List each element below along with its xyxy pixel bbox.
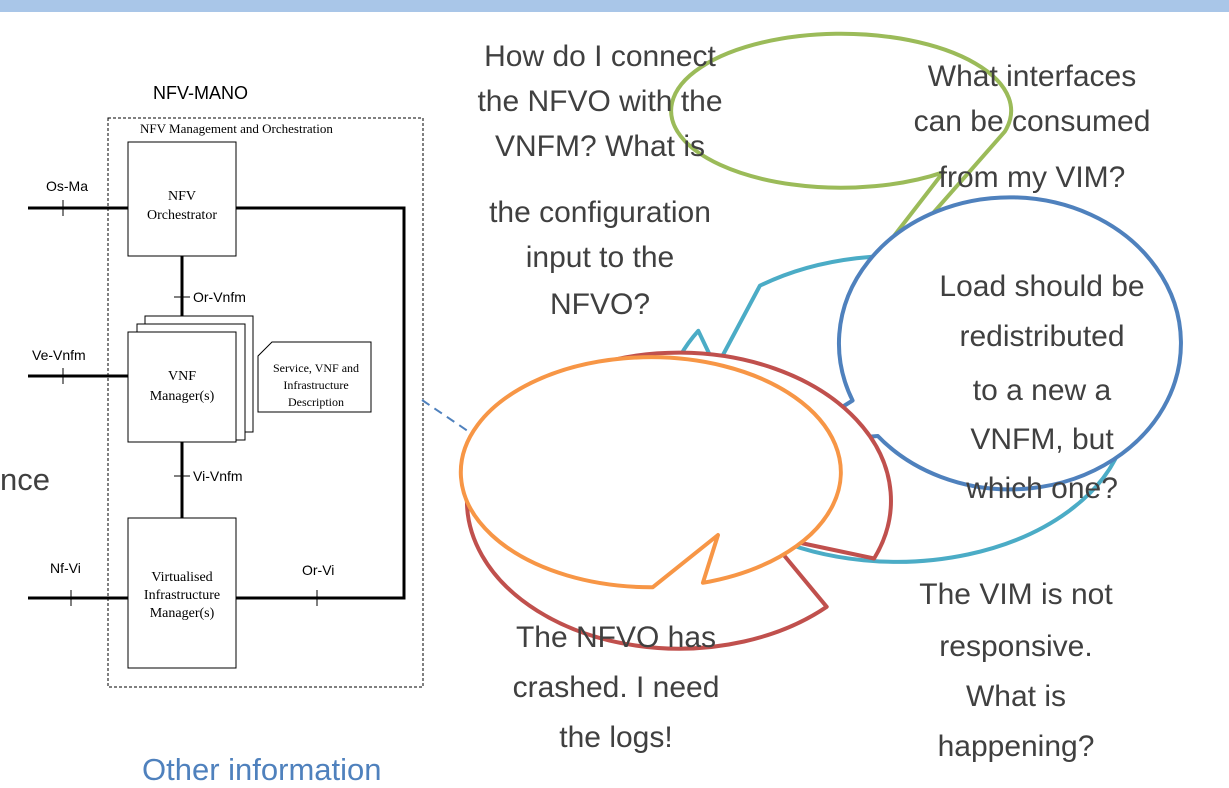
- description-document: [257, 341, 372, 413]
- ve-vnfm-label: Ve-Vnfm: [32, 347, 86, 363]
- bubble-red-line1: The VIM is not: [919, 578, 1113, 611]
- orchestrator-label-line2: Orchestrator: [147, 208, 217, 223]
- nfv-mano-diagram: NFV-MANO NFV Management and Orchestratio…: [28, 83, 424, 688]
- bubble-teal-line1: How do I connect: [484, 40, 716, 73]
- bubble-blue-line4: VNFM, but: [970, 423, 1114, 456]
- bubble-teal-line4: the configuration: [489, 196, 711, 229]
- bubble-red-line4: happening?: [938, 730, 1095, 763]
- vim-label-line1: Virtualised: [151, 570, 212, 585]
- vi-vnfm-label: Vi-Vnfm: [193, 468, 243, 484]
- bubble-green-line1: What interfaces: [928, 60, 1136, 93]
- orchestrator-label-line1: NFV: [168, 189, 196, 204]
- top-accent-bar: [0, 0, 1229, 12]
- bubble-red-line3: What is: [966, 680, 1066, 713]
- vnf-manager-label-line1: VNF: [168, 369, 196, 384]
- description-line3: Description: [288, 395, 344, 409]
- vim-label-line3: Manager(s): [150, 606, 215, 621]
- description-line2: Infrastructure: [283, 378, 348, 392]
- vnf-manager-label-line2: Manager(s): [150, 389, 215, 404]
- diagram-title: NFV-MANO: [153, 83, 248, 103]
- partial-left-text: nce: [0, 462, 50, 497]
- bubble-green: [669, 31, 1014, 414]
- bubble-red-line2: responsive.: [939, 630, 1092, 663]
- bubble-blue-line1: Load should be: [939, 270, 1144, 303]
- bubble-orange-line3: the logs!: [559, 721, 672, 754]
- bubble-teal-line3: VNFM? What is: [495, 130, 705, 163]
- bubble-blue-line2: redistributed: [959, 320, 1124, 353]
- bubble-green-line3: from my VIM?: [939, 161, 1126, 194]
- partial-bottom-text: Other information: [142, 752, 382, 787]
- bubble-teal-line2: the NFVO with the: [477, 85, 722, 118]
- main-interconnect-line: [236, 206, 406, 600]
- bubble-teal-line6: NFVO?: [550, 288, 650, 321]
- vnf-manager-block: [127, 331, 237, 443]
- nf-vi-label: Nf-Vi: [50, 560, 81, 576]
- or-vnfm-label: Or-Vnfm: [193, 289, 246, 305]
- bubble-green-line2: can be consumed: [914, 105, 1151, 138]
- bubble-orange-line2: crashed. I need: [513, 671, 720, 704]
- vim-label-line2: Infrastructure: [144, 588, 220, 603]
- or-vi-label: Or-Vi: [302, 562, 334, 578]
- bubble-blue-line3: to a new a: [973, 374, 1112, 407]
- vim-block: [127, 517, 237, 669]
- mano-boundary-box: [107, 117, 424, 688]
- bubble-blue-line5: which one?: [965, 472, 1118, 505]
- bubble-blue: [781, 195, 1183, 492]
- bubble-orange: [458, 355, 843, 590]
- description-line1: Service, VNF and: [273, 361, 359, 375]
- mano-box-title: NFV Management and Orchestration: [140, 121, 333, 136]
- bubble-teal-line5: input to the: [526, 241, 674, 274]
- bubble-orange-line1: The NFVO has: [516, 621, 716, 654]
- os-ma-label: Os-Ma: [46, 178, 88, 194]
